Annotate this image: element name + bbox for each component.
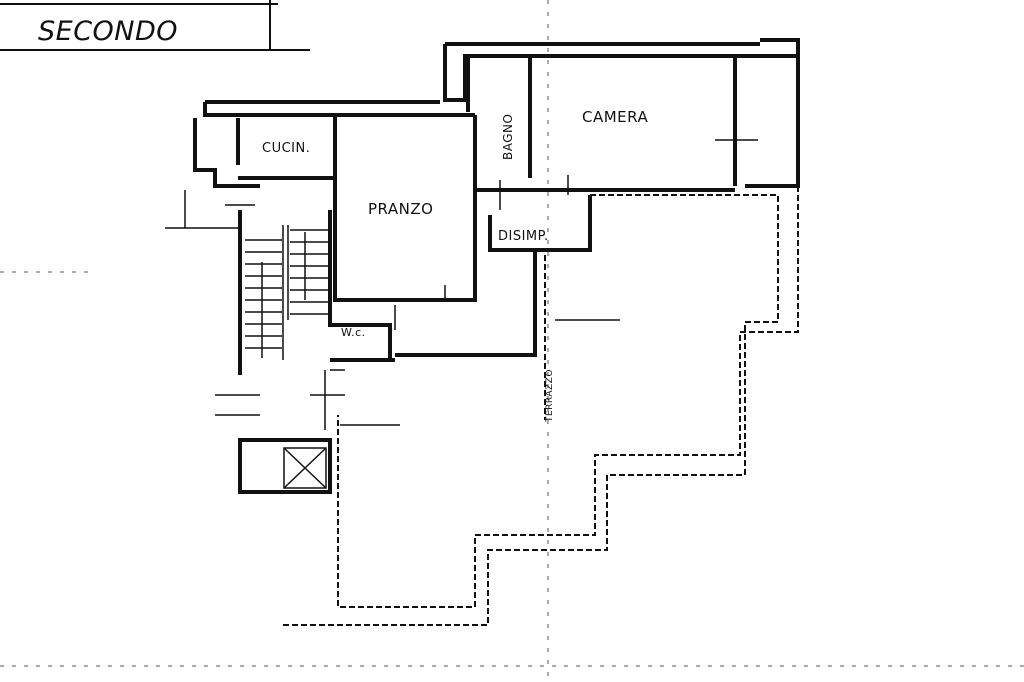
room-label-wc: W.c.	[341, 326, 366, 339]
thin-lines	[165, 139, 758, 489]
room-label-kitchen: CUCIN.	[262, 141, 310, 156]
floor-title: SECONDO	[38, 16, 178, 47]
room-label-dining: PRANZO	[368, 200, 433, 218]
room-label-closet: DISIMP.	[498, 229, 549, 244]
room-label-bedroom: CAMERA	[582, 108, 648, 126]
terrace-note: TERRAZZO	[545, 369, 555, 423]
walls	[193, 38, 800, 494]
title-block	[0, 0, 310, 51]
room-label-bathroom: BAGNO	[501, 114, 515, 160]
terrace-outline	[280, 186, 799, 626]
